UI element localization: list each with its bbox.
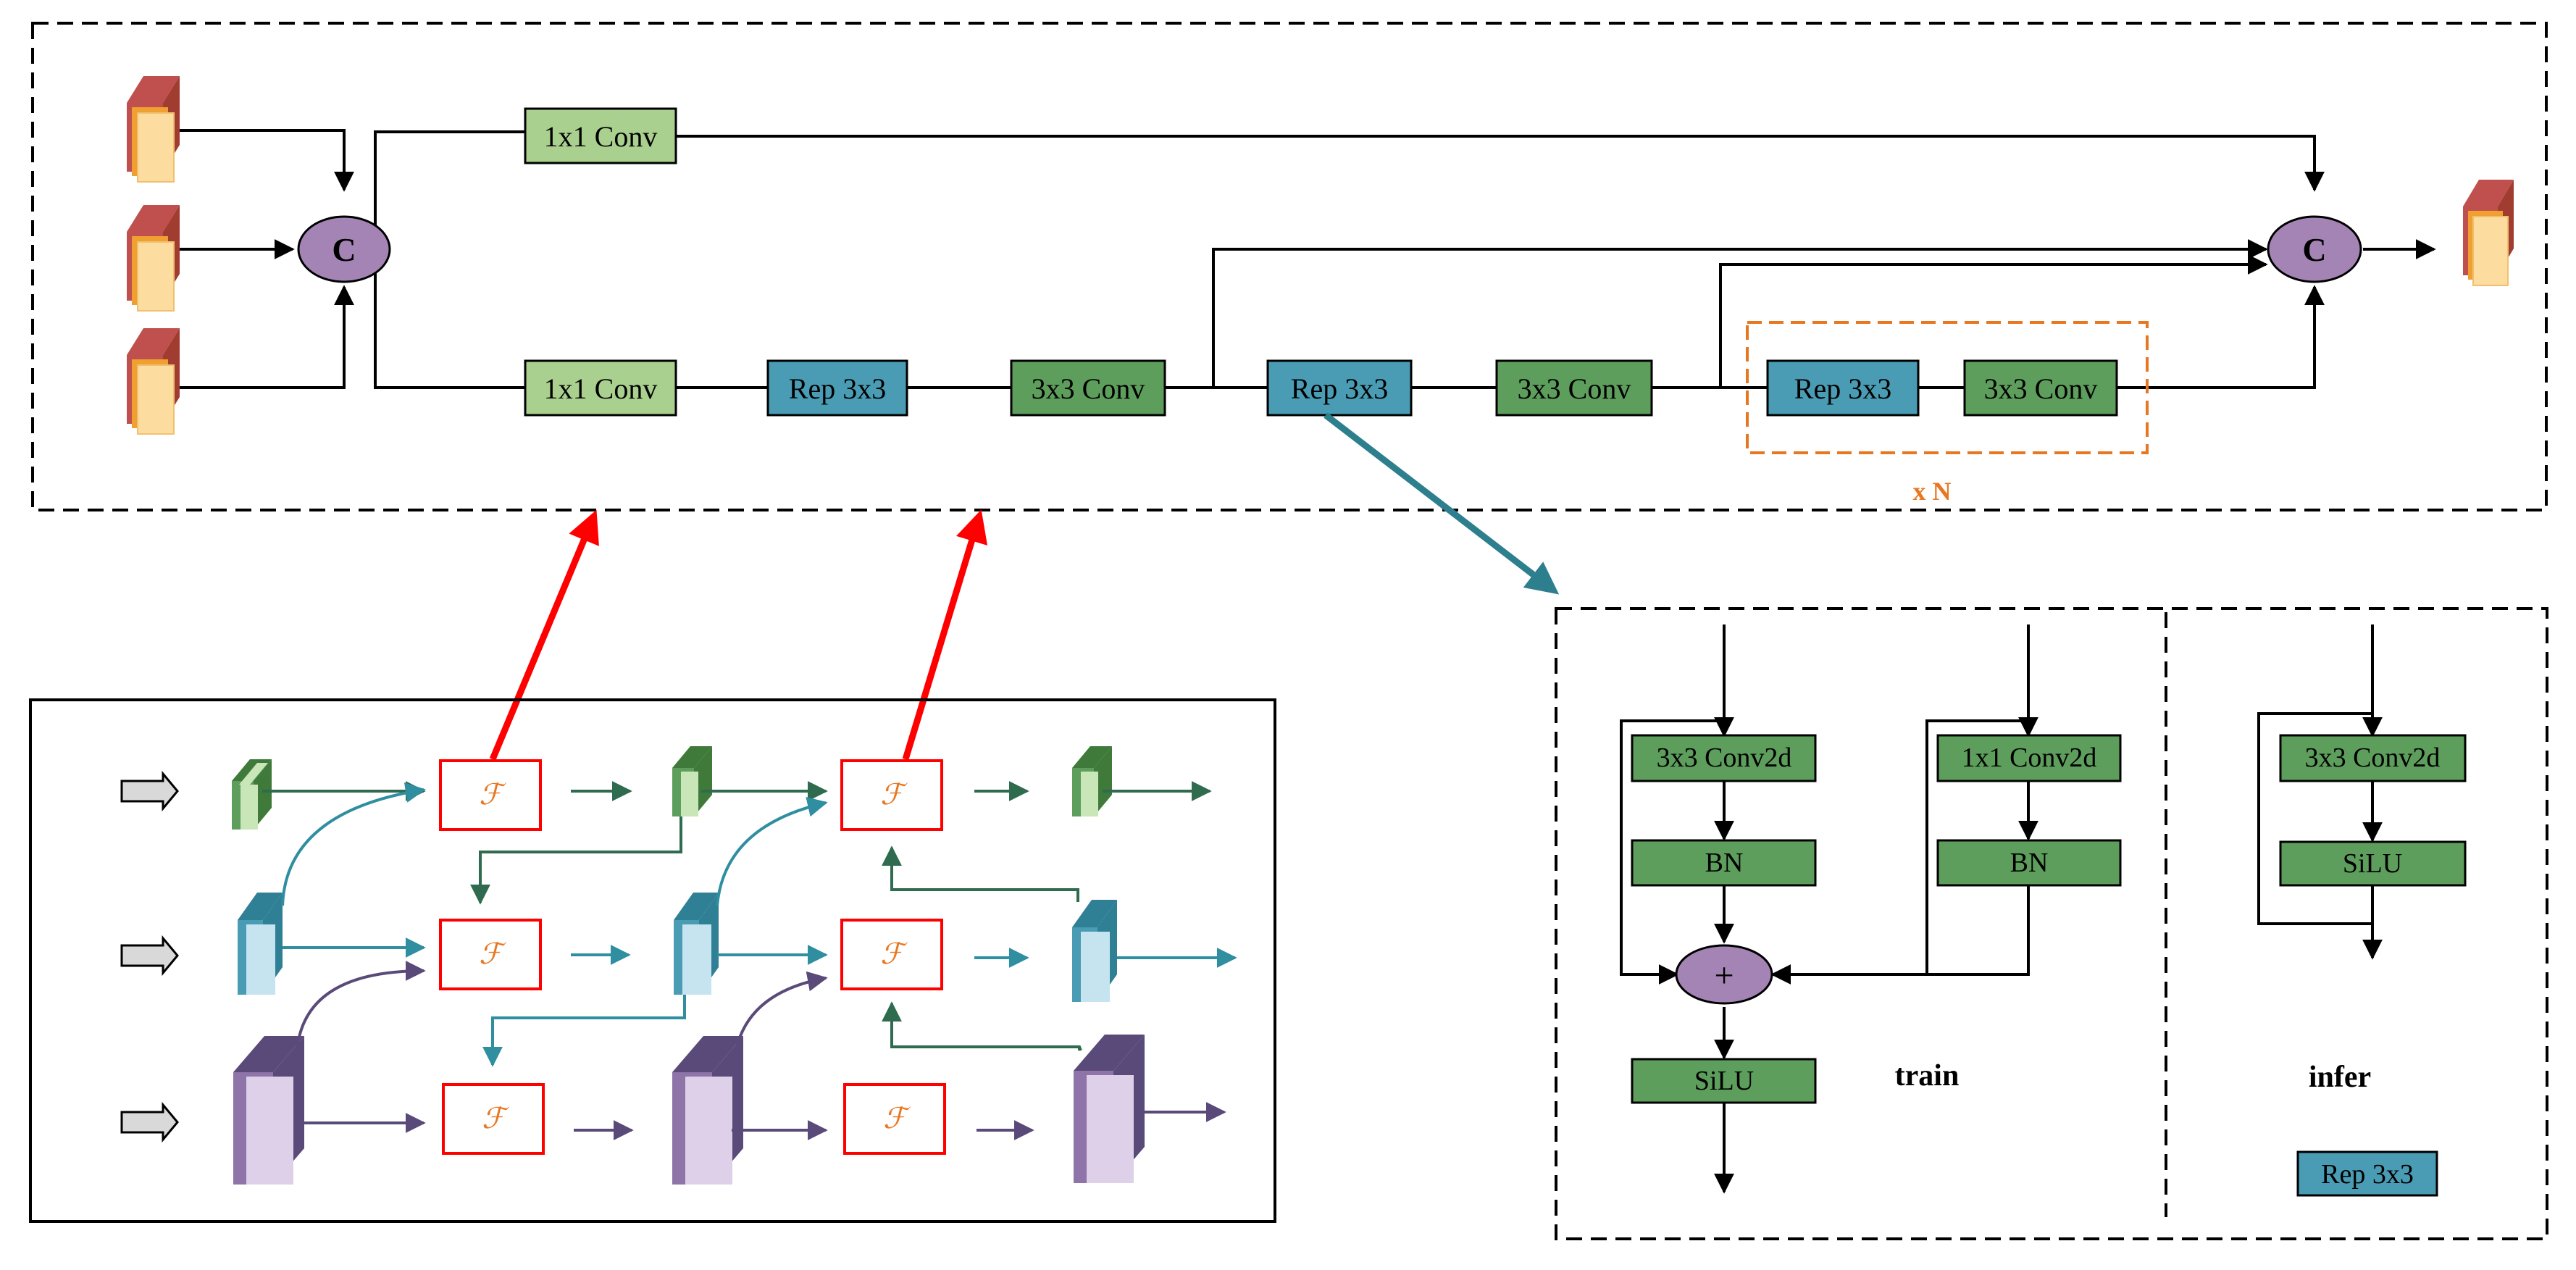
repconv-frame [1555,607,2548,1240]
infer-conv3x3-block: 3x3 Conv2d [2279,734,2467,782]
svg-text:Rep 3x3: Rep 3x3 [789,372,886,405]
svg-text:SiLU: SiLU [2343,848,2402,879]
conv3x3-block-b: 3x3 Conv [1495,359,1653,417]
svg-text:C: C [2302,231,2326,268]
repeat-count-label: x N [1913,477,1952,506]
svg-text:3x3 Conv: 3x3 Conv [1984,372,2098,405]
svg-text:1x1 Conv: 1x1 Conv [544,120,658,153]
train-label: train [1895,1059,1960,1093]
svg-text:3x3 Conv2d: 3x3 Conv2d [1657,743,1792,773]
rep3x3-block-b: Rep 3x3 [1266,359,1413,417]
svg-text:C: C [332,231,356,268]
infer-silu-block: SiLU [2279,840,2467,887]
svg-text:1x1 Conv2d: 1x1 Conv2d [1962,743,2097,773]
svg-text:3x3 Conv: 3x3 Conv [1032,372,1145,405]
csp-block-frame [31,22,2548,511]
teal-feature-1 [238,893,283,995]
train-conv3x3-block: 3x3 Conv2d [1631,734,1817,782]
concat-node-right: C [2267,215,2362,283]
purple-feature-1 [233,1036,304,1185]
fusion-box-r3c1: ℱ [442,1083,545,1155]
fusion-box-r1c2: ℱ [840,759,943,831]
teal-flow-arrows [281,782,1237,1067]
train-connectors [1620,624,2038,1194]
csp-connectors [180,129,2436,389]
csp-block-panel: 1x1 Conv 1x1 Conv Rep 3x3 3x3 Conv Rep 3… [31,22,2548,511]
svg-text:Rep 3x3: Rep 3x3 [1291,372,1388,405]
input-feature-mid [127,205,180,312]
purple-feature-3 [1074,1035,1145,1183]
svg-text:BN: BN [2010,848,2049,878]
green-feature-1 [232,759,272,830]
green-flow-arrows [262,781,1212,1051]
train-bn-left-block: BN [1631,839,1817,887]
output-feature [2463,180,2514,286]
fusion-to-block-arrows [489,509,988,761]
infer-label: infer [2309,1061,2371,1094]
red-arrow-right [902,509,988,761]
rep3x3-block-a: Rep 3x3 [766,359,908,417]
train-silu-block: SiLU [1631,1058,1817,1104]
feature-fusion-frame [29,698,1276,1223]
svg-text:SiLU: SiLU [1694,1066,1754,1096]
input-feature-bottom [127,328,180,435]
conv1x1-top-block: 1x1 Conv [524,107,677,164]
fusion-box-r1c1: ℱ [439,759,542,831]
svg-text:BN: BN [1705,848,1744,878]
fusion-box-r2c2: ℱ [840,919,943,990]
svg-text:+: + [1714,956,1734,995]
conv3x3-block-a: 3x3 Conv [1010,359,1166,417]
rep3x3-block-c: Rep 3x3 [1766,359,1920,417]
conv3x3-block-c: 3x3 Conv [1963,359,2118,417]
conv1x1-bottom-block: 1x1 Conv [524,359,677,417]
red-arrow-left [489,509,599,761]
svg-text:1x1 Conv: 1x1 Conv [544,372,658,405]
input-arrows [120,770,179,1143]
fusion-box-r2c1: ℱ [439,919,542,990]
green-feature-2 [672,746,712,816]
train-add-node: + [1675,944,1773,1005]
teal-feature-2 [674,893,719,995]
feature-fusion-panel: ℱ ℱ ℱ ℱ ℱ ℱ [29,698,1276,1223]
svg-text:Rep 3x3: Rep 3x3 [2321,1159,2414,1190]
svg-text:3x3 Conv: 3x3 Conv [1518,372,1631,405]
repeat-group-frame [1746,321,2149,454]
infer-rep3x3-legend: Rep 3x3 [2296,1150,2438,1197]
svg-text:Rep 3x3: Rep 3x3 [1794,372,1891,405]
rep-detail-arrow [1323,412,1560,595]
green-feature-3 [1072,746,1112,816]
fusion-box-r3c2: ℱ [843,1083,946,1155]
train-bn-right-block: BN [1936,839,2122,887]
input-feature-top [127,76,180,183]
teal-feature-3 [1072,900,1117,1002]
repconv-panel: 3x3 Conv2d BN 1x1 Conv2d BN + SiLU train [1555,607,2548,1240]
purple-flow-arrows [293,961,1226,1140]
infer-connectors [2257,624,2383,960]
concat-node-left: C [297,215,391,283]
purple-feature-2 [672,1036,743,1185]
train-conv1x1-block: 1x1 Conv2d [1936,734,2122,782]
svg-text:3x3 Conv2d: 3x3 Conv2d [2305,743,2441,773]
